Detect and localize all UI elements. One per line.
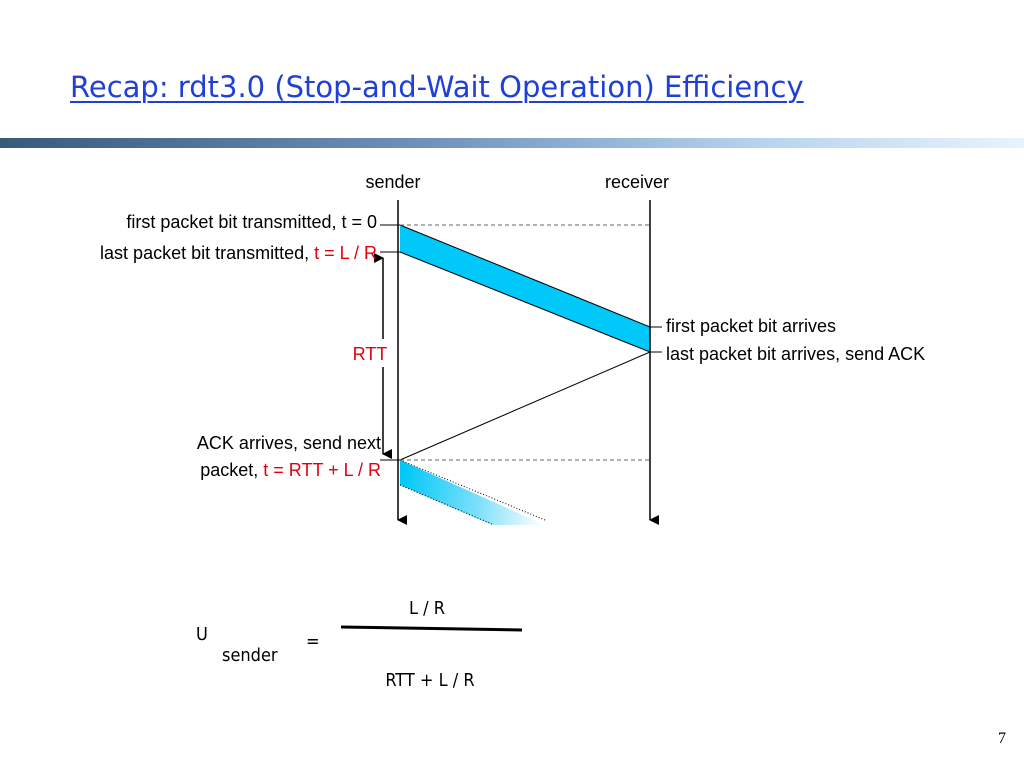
slide-title: Recap: rdt3.0 (Stop-and-Wait Operation) … [70,70,804,104]
first-bit-sent-label: first packet bit transmitted, t = 0 [126,212,377,232]
last-bit-sent-time: t = L / R [314,243,377,263]
ack-arrives-label-line2: packet, t = RTT + L / R [200,460,381,480]
first-packet-trailing-edge [399,251,651,353]
formula-numerator: L / R [409,598,445,619]
formula-subscript: sender [222,645,278,666]
last-bit-sent-prefix: last packet bit transmitted, [100,243,314,263]
first-bit-arrives-label: first packet bit arrives [666,316,836,336]
last-bit-sent-label: last packet bit transmitted, t = L / R [100,243,377,263]
first-packet-leading-edge [399,224,651,328]
formula-u-symbol: U [196,624,208,645]
formula-denominator: RTT + L / R [385,670,474,691]
first-packet-band [400,225,650,352]
ack-arrives-prefix: packet, [200,460,263,480]
rtt-label-background [347,339,393,367]
second-packet-band [400,460,545,525]
second-packet-leading-edge [399,459,546,521]
ack-arrives-label-line1: ACK arrives, send next [197,433,381,453]
title-divider [0,138,1024,148]
utilization-formula: U sender = L / R RTT + L / R [196,598,523,691]
formula-fraction-bar [340,625,523,632]
ack-line [399,351,651,461]
sender-label: sender [365,172,420,192]
formula-equals: = [306,631,320,652]
page-number: 7 [998,730,1006,747]
rtt-label: RTT [353,344,388,364]
ack-arrives-time: t = RTT + L / R [263,460,381,480]
receiver-label: receiver [605,172,669,192]
last-bit-arrives-label: last packet bit arrives, send ACK [666,344,925,364]
